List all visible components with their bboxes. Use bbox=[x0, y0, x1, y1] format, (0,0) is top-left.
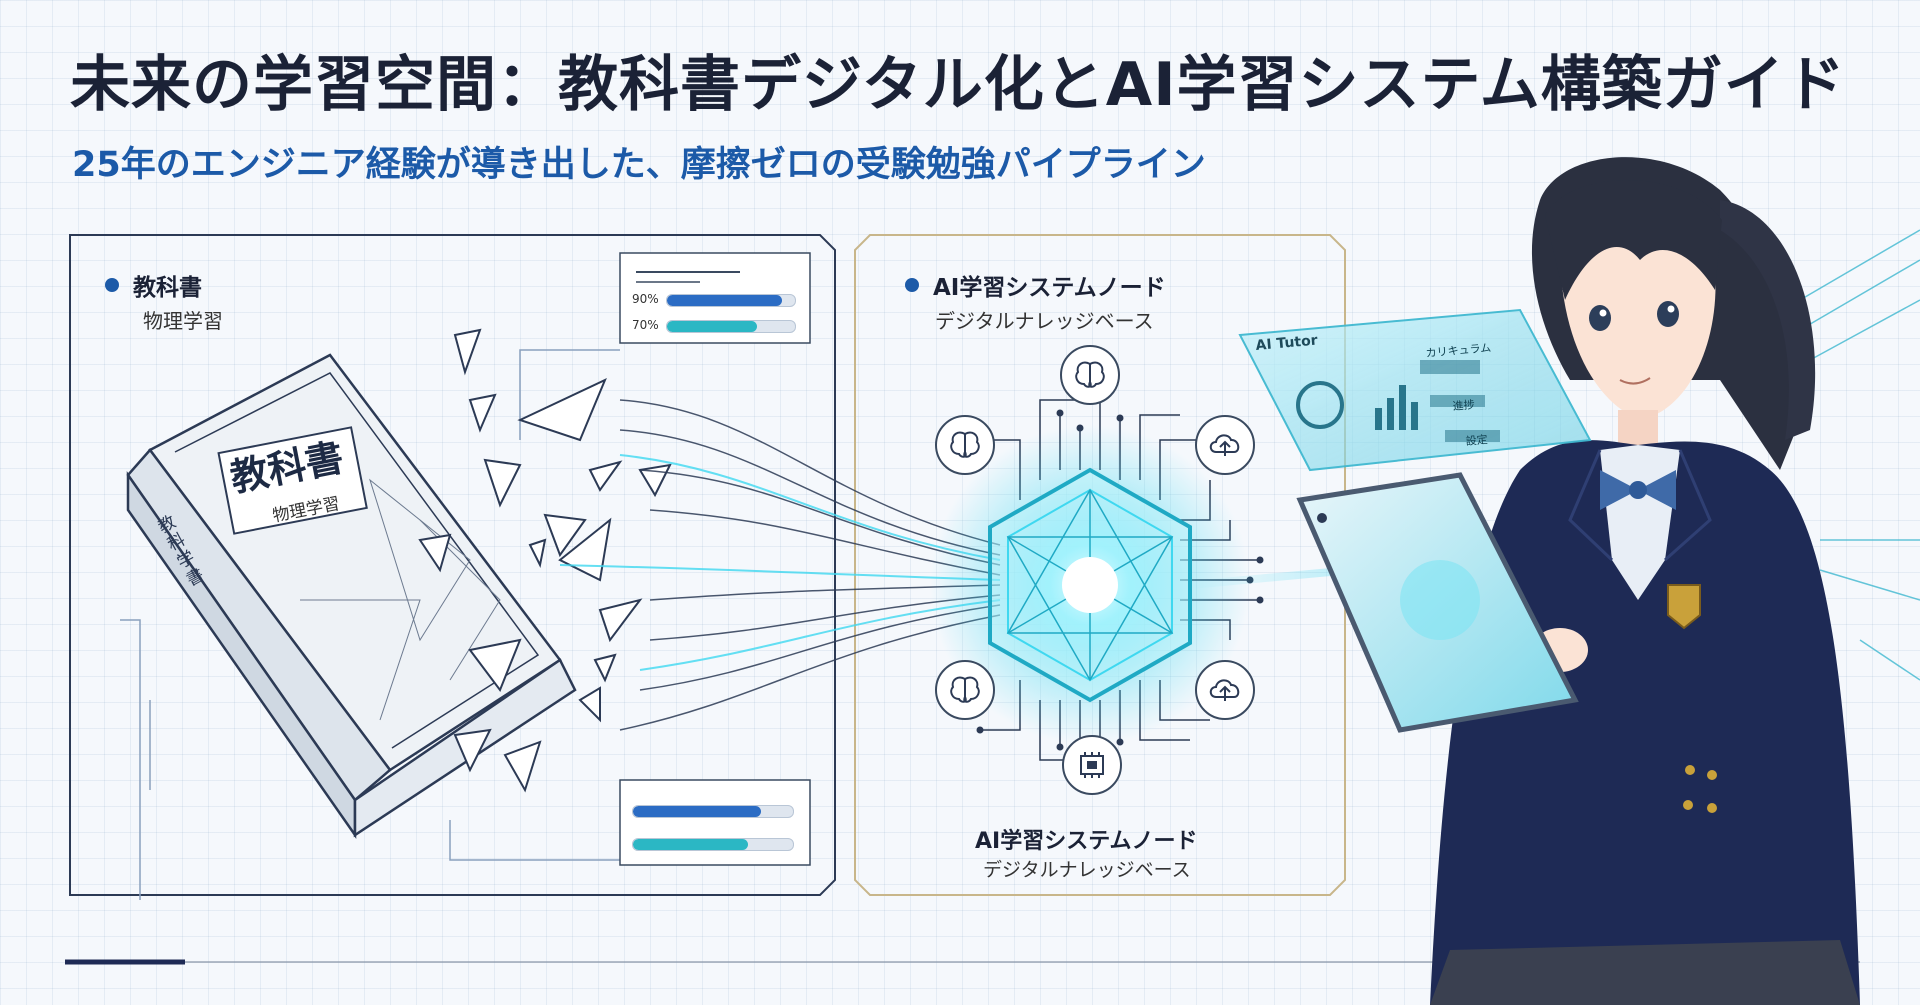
progress-fill-1 bbox=[667, 295, 783, 306]
hologram-panel bbox=[1238, 308, 1592, 472]
ai-node-sublabel: デジタルナレッジベース bbox=[935, 309, 1154, 333]
cloud-upload-icon bbox=[1195, 660, 1255, 720]
student-illustration bbox=[1370, 157, 1860, 1005]
page-title: 未来の学習空間：教科書デジタル化とAI学習システム構築ガイド bbox=[70, 50, 1846, 120]
progress-bar-2 bbox=[666, 320, 796, 333]
progress-fill-2 bbox=[667, 321, 757, 332]
bullet-icon bbox=[905, 278, 919, 292]
progress-box-bottom bbox=[619, 779, 811, 866]
cloud-upload-icon bbox=[1195, 415, 1255, 475]
ai-core-icon bbox=[930, 425, 1250, 745]
progress-fill-3 bbox=[633, 806, 761, 817]
hologram-item-3: 設定 bbox=[1465, 433, 1489, 448]
progress-label-2: 70% bbox=[632, 318, 659, 332]
brain-icon bbox=[935, 415, 995, 475]
chip-icon bbox=[1062, 735, 1122, 795]
left-panel-frame bbox=[69, 234, 836, 896]
brain-icon bbox=[1060, 345, 1120, 405]
ai-node-label: AI学習システムノード bbox=[905, 268, 1166, 302]
bullet-icon bbox=[105, 278, 119, 292]
progress-label-1: 90% bbox=[632, 292, 659, 306]
tablet-device bbox=[1296, 472, 1579, 733]
textbook-sublabel: 物理学習 bbox=[143, 309, 223, 333]
ai-node-label-text: AI学習システムノード bbox=[933, 275, 1166, 301]
page-subtitle: 25年のエンジニア経験が導き出した、摩擦ゼロの受験勉強パイプライン bbox=[72, 145, 1206, 185]
ai-node-bottom-sublabel: デジタルナレッジベース bbox=[983, 859, 1191, 881]
brain-icon bbox=[935, 660, 995, 720]
shards bbox=[418, 328, 672, 793]
progress-bar-3 bbox=[632, 805, 794, 818]
ai-node-bottom-label: AI学習システムノード bbox=[975, 829, 1198, 854]
progress-fill-4 bbox=[633, 839, 749, 850]
progress-bar-1 bbox=[666, 294, 796, 307]
textbook-label: 教科書 bbox=[105, 268, 202, 302]
textbook-label-text: 教科書 bbox=[133, 275, 202, 301]
hologram-item-2: 進捗 bbox=[1452, 398, 1476, 413]
right-panel-frame bbox=[854, 234, 1346, 896]
book-illustration bbox=[126, 353, 577, 839]
progress-bar-4 bbox=[632, 838, 794, 851]
